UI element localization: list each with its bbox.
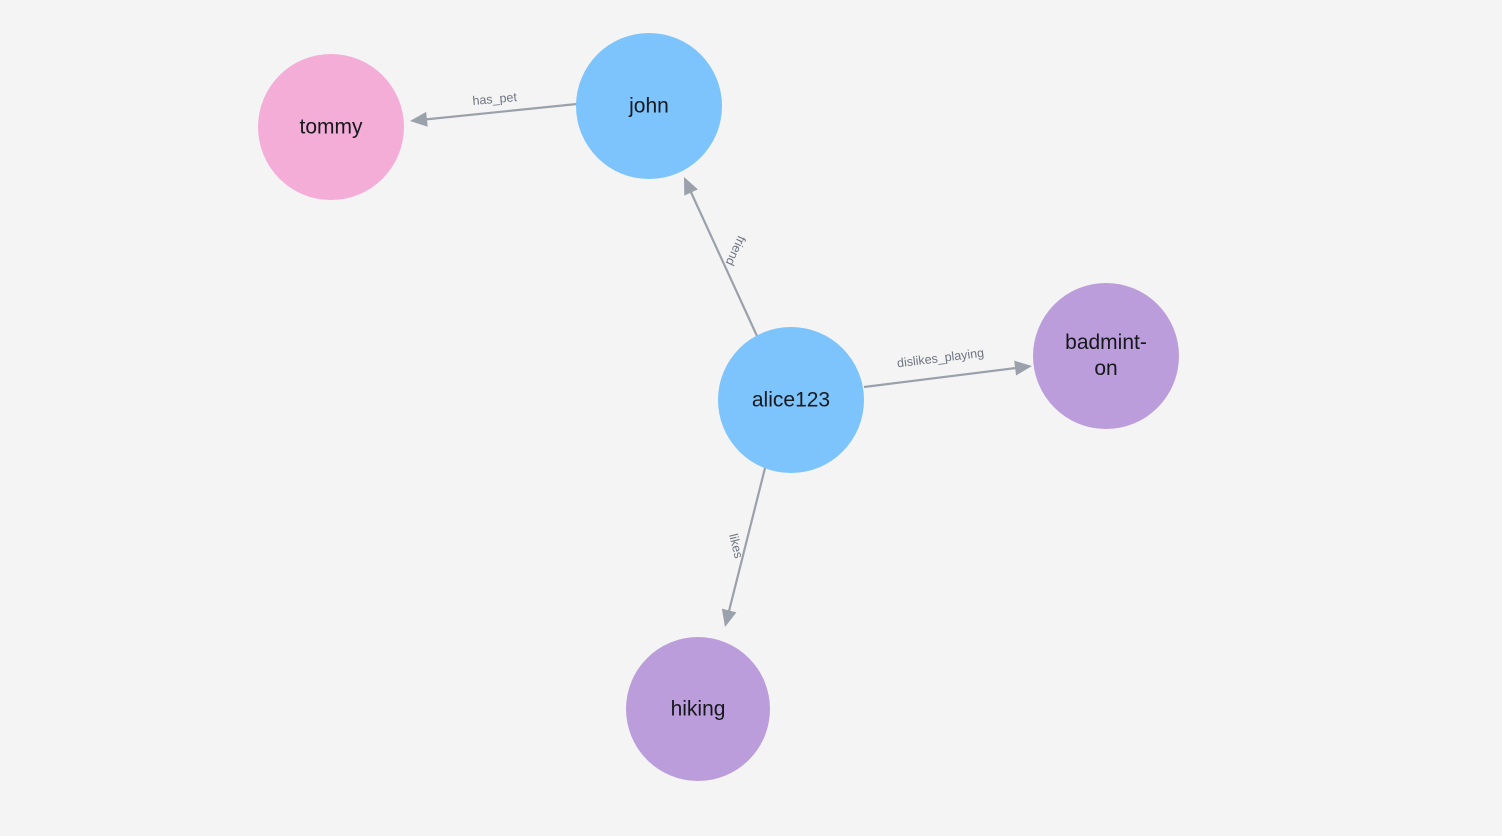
- graph-node-john[interactable]: john: [576, 33, 722, 179]
- edge-arrowhead-icon: [684, 177, 698, 196]
- edge-label: has_pet: [472, 90, 518, 108]
- edge-line: [689, 190, 758, 337]
- graph-edge[interactable]: likes: [721, 467, 767, 627]
- edge-arrowhead-icon: [410, 111, 428, 127]
- edge-arrowhead-icon: [1014, 360, 1032, 376]
- graph-node-hiking[interactable]: hiking: [626, 637, 770, 781]
- graph-edge[interactable]: has_pet: [410, 90, 578, 127]
- node-circle[interactable]: [718, 327, 864, 473]
- edge-line: [424, 102, 578, 121]
- edge-arrowhead-icon: [721, 608, 737, 627]
- node-circle[interactable]: [626, 637, 770, 781]
- node-circle[interactable]: [576, 33, 722, 179]
- node-circle[interactable]: [258, 54, 404, 200]
- edge-line: [727, 467, 767, 613]
- node-circle[interactable]: [1033, 283, 1179, 429]
- nodes-layer: tommy john alice123 badmint-on hiking: [258, 33, 1179, 781]
- graph-node-tommy[interactable]: tommy: [258, 54, 404, 200]
- edge-label: dislikes_playing: [896, 346, 985, 371]
- graph-edge[interactable]: friend: [684, 177, 758, 337]
- edge-label: friend: [723, 234, 749, 268]
- edge-line: [863, 366, 1018, 389]
- graph-node-badminton[interactable]: badmint-on: [1033, 283, 1179, 429]
- graph-edge[interactable]: dislikes_playing: [863, 346, 1032, 389]
- graph-node-alice123[interactable]: alice123: [718, 327, 864, 473]
